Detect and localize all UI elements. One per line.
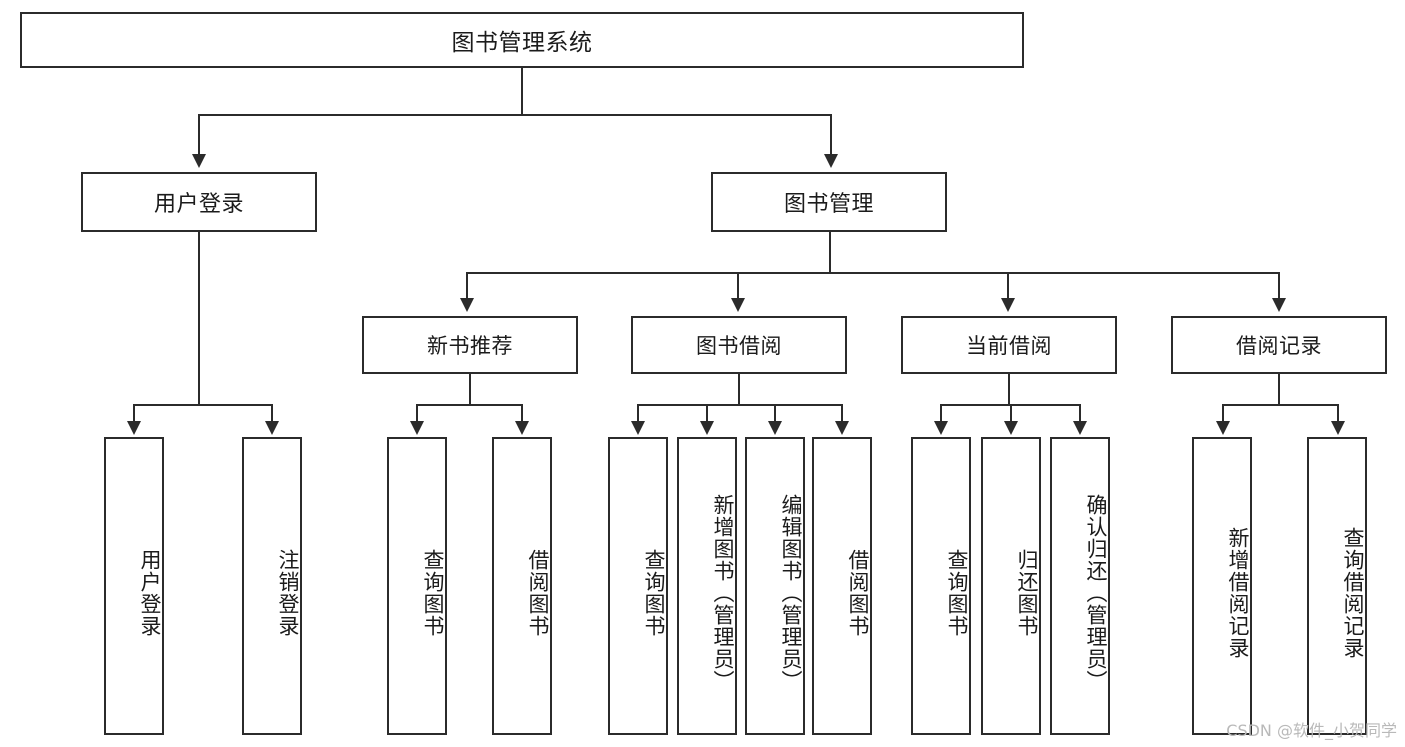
- node-label: 新增图书（管理员）: [711, 494, 735, 692]
- node-new-book-recommend[interactable]: 新书推荐: [362, 316, 578, 374]
- node-label: 借阅图书: [526, 549, 550, 637]
- connector-root-bus: [198, 114, 832, 116]
- connector-user-login-to-leaf-1: [133, 404, 135, 423]
- arrow-book-borrow-leaf-2-icon: [700, 421, 714, 435]
- leaf-borrow-record-add-record[interactable]: 新增借阅记录: [1192, 437, 1252, 735]
- connector-user-login-stem: [198, 232, 200, 404]
- leaf-new-book-borrow-book[interactable]: 借阅图书: [492, 437, 552, 735]
- leaf-user-login-login[interactable]: 用户登录: [104, 437, 164, 735]
- arrow-book-borrow-leaf-1-icon: [631, 421, 645, 435]
- node-label: 编辑图书（管理员）: [779, 494, 803, 692]
- connector-new-book-to-leaf-1: [416, 404, 418, 423]
- connector-root-to-user-login: [198, 114, 200, 156]
- connector-current-borrow-to-leaf-1: [940, 404, 942, 423]
- arrow-borrow-record-leaf-1-icon: [1216, 421, 1230, 435]
- node-label: 借阅图书: [846, 549, 870, 637]
- arrow-root-to-book-management-icon: [824, 154, 838, 168]
- node-label: 图书管理系统: [451, 30, 593, 56]
- arrow-book-borrow-leaf-3-icon: [768, 421, 782, 435]
- node-label: 用户登录: [138, 549, 162, 637]
- connector-current-borrow-stem: [1008, 374, 1010, 404]
- node-label: 查询图书: [642, 549, 666, 637]
- arrow-root-to-user-login-icon: [192, 154, 206, 168]
- arrow-bm-borrow-record-icon: [1272, 298, 1286, 312]
- connector-current-borrow-to-leaf-2: [1010, 404, 1012, 423]
- arrow-bm-new-book-icon: [460, 298, 474, 312]
- leaf-book-borrow-query-book[interactable]: 查询图书: [608, 437, 668, 735]
- node-label: 归还图书: [1015, 549, 1039, 637]
- connector-new-book-to-leaf-2: [521, 404, 523, 423]
- connector-borrow-record-to-leaf-1: [1222, 404, 1224, 423]
- leaf-user-login-logout[interactable]: 注销登录: [242, 437, 302, 735]
- arrow-current-borrow-leaf-2-icon: [1004, 421, 1018, 435]
- node-borrow-record[interactable]: 借阅记录: [1171, 316, 1387, 374]
- arrow-current-borrow-leaf-1-icon: [934, 421, 948, 435]
- arrow-new-book-leaf-1-icon: [410, 421, 424, 435]
- connector-borrow-record-stem: [1278, 374, 1280, 404]
- node-book-borrow[interactable]: 图书借阅: [631, 316, 847, 374]
- arrow-borrow-record-leaf-2-icon: [1331, 421, 1345, 435]
- node-label: 查询图书: [421, 549, 445, 637]
- leaf-current-borrow-return-book[interactable]: 归还图书: [981, 437, 1041, 735]
- connector-user-login-bus: [133, 404, 272, 406]
- connector-new-book-stem: [469, 374, 471, 404]
- leaf-current-borrow-confirm-return-admin[interactable]: 确认归还（管理员）: [1050, 437, 1110, 735]
- leaf-book-borrow-add-book-admin[interactable]: 新增图书（管理员）: [677, 437, 737, 735]
- connector-bm-to-new-book: [466, 272, 468, 300]
- arrow-current-borrow-leaf-3-icon: [1073, 421, 1087, 435]
- arrow-bm-book-borrow-icon: [731, 298, 745, 312]
- node-label: 注销登录: [276, 549, 300, 637]
- arrow-book-borrow-leaf-4-icon: [835, 421, 849, 435]
- connector-book-management-bus: [466, 272, 1280, 274]
- connector-book-management-stem: [829, 232, 831, 272]
- connector-bm-to-borrow-record: [1278, 272, 1280, 300]
- node-label: 查询借阅记录: [1341, 527, 1365, 659]
- node-book-management[interactable]: 图书管理: [711, 172, 947, 232]
- arrow-user-login-leaf-1-icon: [127, 421, 141, 435]
- node-label: 查询图书: [945, 549, 969, 637]
- connector-book-borrow-to-leaf-3: [774, 404, 776, 423]
- node-current-borrow[interactable]: 当前借阅: [901, 316, 1117, 374]
- node-label: 新增借阅记录: [1226, 527, 1250, 659]
- node-label: 用户登录: [153, 192, 244, 217]
- connector-current-borrow-to-leaf-3: [1079, 404, 1081, 423]
- connector-user-login-to-leaf-2: [271, 404, 273, 423]
- node-label: 当前借阅: [966, 334, 1052, 358]
- connector-book-borrow-to-leaf-1: [637, 404, 639, 423]
- node-label: 图书管理: [783, 192, 874, 217]
- connector-bm-to-current-borrow: [1007, 272, 1009, 300]
- connector-book-borrow-bus: [637, 404, 842, 406]
- leaf-book-borrow-edit-book-admin[interactable]: 编辑图书（管理员）: [745, 437, 805, 735]
- node-label: 借阅记录: [1236, 334, 1322, 358]
- arrow-new-book-leaf-2-icon: [515, 421, 529, 435]
- arrow-user-login-leaf-2-icon: [265, 421, 279, 435]
- leaf-current-borrow-query-book[interactable]: 查询图书: [911, 437, 971, 735]
- connector-book-borrow-to-leaf-2: [706, 404, 708, 423]
- node-label: 确认归还（管理员）: [1084, 494, 1108, 692]
- node-root-library-management-system[interactable]: 图书管理系统: [20, 12, 1024, 68]
- connector-book-borrow-to-leaf-4: [841, 404, 843, 423]
- connector-borrow-record-to-leaf-2: [1337, 404, 1339, 423]
- connector-root-stem: [521, 68, 523, 114]
- leaf-new-book-query-book[interactable]: 查询图书: [387, 437, 447, 735]
- node-label: 新书推荐: [427, 334, 513, 358]
- connector-borrow-record-bus: [1222, 404, 1338, 406]
- leaf-book-borrow-borrow-book[interactable]: 借阅图书: [812, 437, 872, 735]
- connector-root-to-book-management: [830, 114, 832, 156]
- leaf-borrow-record-query-record[interactable]: 查询借阅记录: [1307, 437, 1367, 735]
- connector-bm-to-book-borrow: [737, 272, 739, 300]
- node-user-login[interactable]: 用户登录: [81, 172, 317, 232]
- connector-new-book-bus: [416, 404, 522, 406]
- arrow-bm-current-borrow-icon: [1001, 298, 1015, 312]
- node-label: 图书借阅: [696, 334, 782, 358]
- connector-book-borrow-stem: [738, 374, 740, 404]
